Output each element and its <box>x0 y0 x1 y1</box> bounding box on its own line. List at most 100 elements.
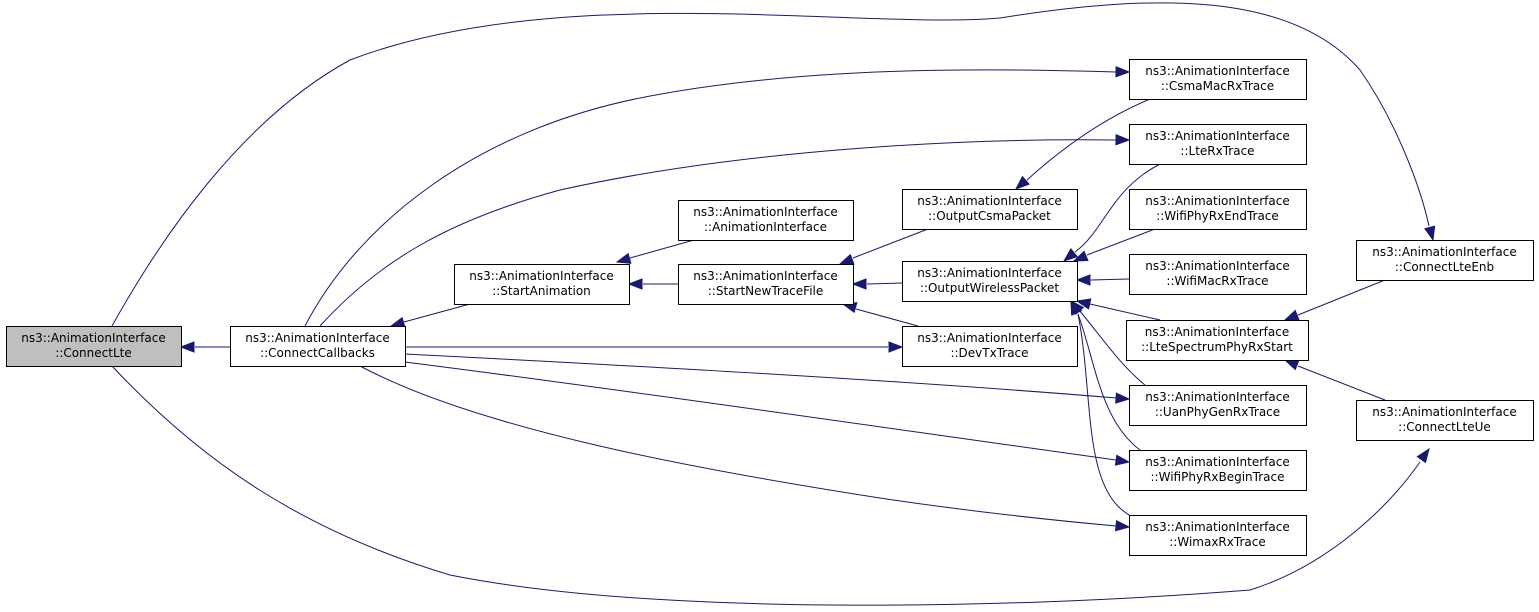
node-ConnectCallbacks[interactable]: ns3::AnimationInterface::ConnectCallback… <box>230 326 406 367</box>
node-StartAnimation[interactable]: ns3::AnimationInterface::StartAnimation <box>454 264 630 305</box>
edge-line <box>1074 163 1161 253</box>
node-box <box>1129 59 1307 100</box>
node-namespace-label: ns3::AnimationInterface <box>1145 325 1289 339</box>
node-box <box>1356 400 1534 441</box>
node-namespace-label: ns3::AnimationInterface <box>1145 64 1289 78</box>
node-box <box>6 326 182 367</box>
node-method-label: ::ConnectLte <box>55 346 131 360</box>
edge-line <box>404 353 1117 399</box>
node-ConnectLte[interactable]: ns3::AnimationInterface::ConnectLte <box>6 326 182 367</box>
node-LteRxTrace[interactable]: ns3::AnimationInterface::LteRxTrace <box>1129 124 1307 165</box>
arrowhead <box>1424 225 1436 242</box>
arrowhead <box>1075 298 1092 310</box>
node-CsmaMacRxTrace[interactable]: ns3::AnimationInterface::CsmaMacRxTrace <box>1129 59 1307 100</box>
node-box <box>1129 515 1307 556</box>
edge-line <box>852 228 929 259</box>
edge-line <box>1297 365 1386 401</box>
edge-LteSpectrumPhyRxStart-ConnectLteEnb <box>1283 279 1386 321</box>
node-namespace-label: ns3::AnimationInterface <box>1372 245 1516 259</box>
edge-OutputWirelessPacket-WimaxRxTrace <box>1070 299 1141 521</box>
arrowhead <box>1114 454 1131 466</box>
edge-ConnectCallbacks-DevTxTrace <box>405 341 904 353</box>
node-namespace-label: ns3::AnimationInterface <box>1145 129 1289 143</box>
node-box <box>902 189 1078 230</box>
node-method-label: ::UanPhyGenRxTrace <box>1155 405 1280 419</box>
node-namespace-label: ns3::AnimationInterface <box>693 269 837 283</box>
edge-line <box>1026 98 1151 181</box>
edge-line <box>359 365 1117 527</box>
edge-OutputWirelessPacket-WifiMacRxTrace <box>1075 274 1130 286</box>
node-box <box>454 264 630 305</box>
edge-line <box>403 303 471 323</box>
node-method-label: ::OutputCsmaPacket <box>928 209 1051 223</box>
node-AnimationInterface[interactable]: ns3::AnimationInterface::AnimationInterf… <box>678 200 854 241</box>
node-box <box>230 326 406 367</box>
arrowhead <box>1115 392 1131 404</box>
arrowhead <box>1283 359 1300 371</box>
edge-line <box>404 361 1117 461</box>
node-OutputWirelessPacket[interactable]: ns3::AnimationInterface::OutputWirelessP… <box>902 261 1078 302</box>
arrowhead <box>627 278 643 290</box>
node-OutputCsmaPacket[interactable]: ns3::AnimationInterface::OutputCsmaPacke… <box>902 189 1078 230</box>
node-box <box>1129 385 1307 426</box>
edge-line <box>1297 279 1386 316</box>
edge-StartNewTraceFile-OutputCsmaPacket <box>838 228 929 265</box>
arrowhead <box>888 341 904 353</box>
edge-ConnectLte-ConnectLteEnb <box>111 2 1436 327</box>
node-method-label: ::WifiPhyRxBeginTrace <box>1151 470 1285 484</box>
node-method-label: ::WifiMacRxTrace <box>1166 274 1268 288</box>
node-method-label: ::AnimationInterface <box>704 220 827 234</box>
edge-OutputWirelessPacket-LteRxTrace <box>1062 163 1161 262</box>
edge-ConnectLte-ConnectCallbacks <box>179 341 230 353</box>
node-namespace-label: ns3::AnimationInterface <box>917 266 1061 280</box>
node-ConnectLteUe[interactable]: ns3::AnimationInterface::ConnectLteUe <box>1356 400 1534 441</box>
node-namespace-label: ns3::AnimationInterface <box>693 205 837 219</box>
node-LteSpectrumPhyRxStart[interactable]: ns3::AnimationInterface::LteSpectrumPhyR… <box>1126 320 1309 361</box>
node-UanPhyGenRxTrace[interactable]: ns3::AnimationInterface::UanPhyGenRxTrac… <box>1129 385 1307 426</box>
arrowhead <box>851 278 867 290</box>
arrowhead <box>1014 175 1030 190</box>
edge-OutputCsmaPacket-CsmaMacRxTrace <box>1014 98 1151 190</box>
node-method-label: ::StartAnimation <box>492 284 591 298</box>
node-method-label: ::ConnectLteUe <box>1398 420 1491 434</box>
node-WifiPhyRxBeginTrace[interactable]: ns3::AnimationInterface::WifiPhyRxBeginT… <box>1129 450 1307 491</box>
edge-ConnectCallbacks-StartAnimation <box>389 303 471 328</box>
edge-ConnectCallbacks-LteRxTrace <box>319 134 1131 327</box>
node-method-label: ::OutputWirelessPacket <box>920 281 1060 295</box>
node-WimaxRxTrace[interactable]: ns3::AnimationInterface::WimaxRxTrace <box>1129 515 1307 556</box>
edge-StartAnimation-StartNewTraceFile <box>627 278 678 290</box>
node-namespace-label: ns3::AnimationInterface <box>1145 259 1289 273</box>
arrowhead <box>1416 447 1430 464</box>
edge-line <box>629 239 695 259</box>
node-method-label: ::ConnectLteEnb <box>1395 260 1494 274</box>
edge-ConnectCallbacks-CsmaMacRxTrace <box>304 66 1131 327</box>
edge-StartNewTraceFile-DevTxTrace <box>841 302 919 327</box>
arrowhead <box>1062 248 1079 262</box>
edge-line <box>1090 278 1130 281</box>
edge-line <box>111 365 1421 606</box>
node-method-label: ::LteRxTrace <box>1180 144 1254 158</box>
node-ConnectLteEnb[interactable]: ns3::AnimationInterface::ConnectLteEnb <box>1356 240 1534 281</box>
node-namespace-label: ns3::AnimationInterface <box>1145 520 1289 534</box>
edge-line <box>855 308 919 327</box>
node-WifiPhyRxEndTrace[interactable]: ns3::AnimationInterface::WifiPhyRxEndTra… <box>1129 189 1307 230</box>
edge-line <box>1077 313 1141 521</box>
node-method-label: ::StartNewTraceFile <box>708 284 824 298</box>
edge-ConnectCallbacks-WifiPhyRxBeginTrace <box>404 361 1131 466</box>
edge-line <box>111 2 1430 327</box>
node-method-label: ::CsmaMacRxTrace <box>1161 79 1274 93</box>
edge-line <box>1077 313 1141 451</box>
node-WifiMacRxTrace[interactable]: ns3::AnimationInterface::WifiMacRxTrace <box>1129 254 1307 295</box>
node-box <box>678 200 854 241</box>
edge-OutputWirelessPacket-WifiPhyRxEndTrace <box>1072 228 1156 262</box>
node-namespace-label: ns3::AnimationInterface <box>1145 194 1289 208</box>
edge-ConnectLte-ConnectLteUe <box>111 365 1430 606</box>
arrowhead <box>1070 299 1082 316</box>
edge-AnimationInterface-StartAnimation <box>615 239 695 264</box>
edge-line <box>1089 303 1161 321</box>
node-namespace-label: ns3::AnimationInterface <box>1145 390 1289 404</box>
node-StartNewTraceFile[interactable]: ns3::AnimationInterface::StartNewTraceFi… <box>678 264 854 305</box>
node-box <box>902 326 1078 367</box>
node-DevTxTrace[interactable]: ns3::AnimationInterface::DevTxTrace <box>902 326 1078 367</box>
